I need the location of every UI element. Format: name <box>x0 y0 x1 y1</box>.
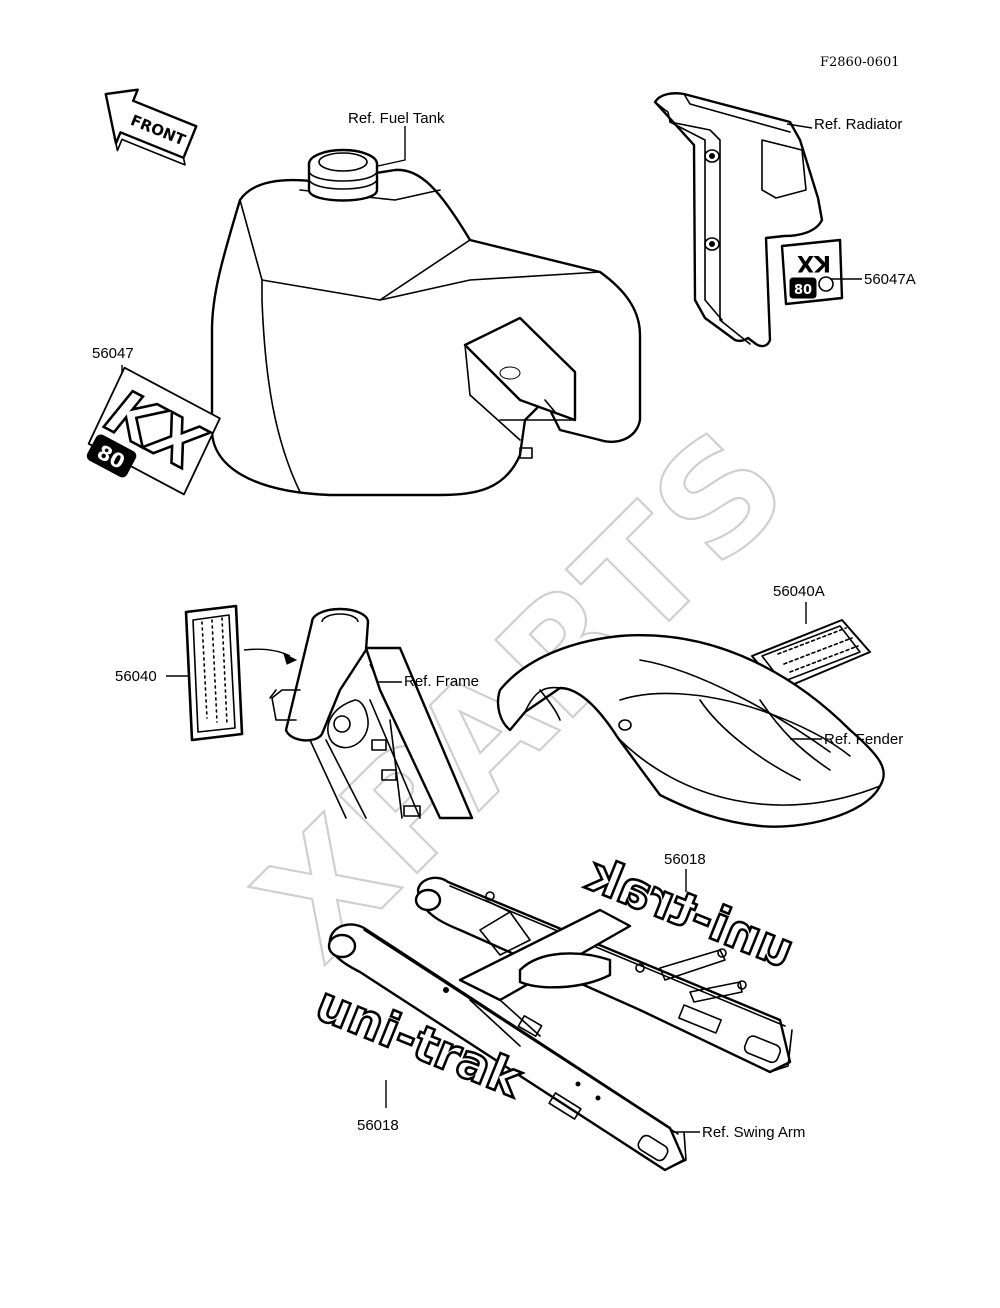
frame-illustration <box>269 607 474 820</box>
label-fender: Ref. Fender <box>824 731 903 748</box>
diagram-code: F2860-0601 <box>820 55 900 70</box>
kx-small-decal-sub: 80 <box>794 283 812 298</box>
label-radiator: Ref. Radiator <box>814 116 902 133</box>
front-arrow-icon: FRONT <box>104 88 198 166</box>
fender-illustration <box>496 633 885 828</box>
label-part-56040: 56040 <box>115 668 157 685</box>
fuel-tank-leader <box>377 126 406 167</box>
kx-small-decal-text: KX <box>797 250 831 275</box>
fuel-tank-illustration <box>210 148 642 497</box>
kx-small-decal-illustration: KX 80 <box>780 238 844 306</box>
radiator-shroud-illustration <box>653 92 824 348</box>
kx-large-decal-illustration: KX 80 <box>86 366 221 496</box>
label-frame: Ref. Frame <box>404 673 479 690</box>
label-part-56047: 56047 <box>92 345 134 362</box>
label-fuel-tank: Ref. Fuel Tank <box>348 110 445 127</box>
frame-decal-56040-illustration <box>184 604 244 742</box>
frame-pointer-arrow-icon <box>243 648 291 657</box>
frame-leader <box>369 663 402 683</box>
label-part-56018-top: 56018 <box>664 851 706 868</box>
radiator-leader <box>786 123 813 129</box>
swing-arm-illustration <box>327 876 793 1172</box>
label-part-56018-bottom: 56018 <box>357 1117 399 1134</box>
label-part-56047A: 56047A <box>864 271 916 288</box>
label-part-56040A: 56040A <box>773 583 825 600</box>
label-swing-arm: Ref. Swing Arm <box>702 1124 805 1141</box>
